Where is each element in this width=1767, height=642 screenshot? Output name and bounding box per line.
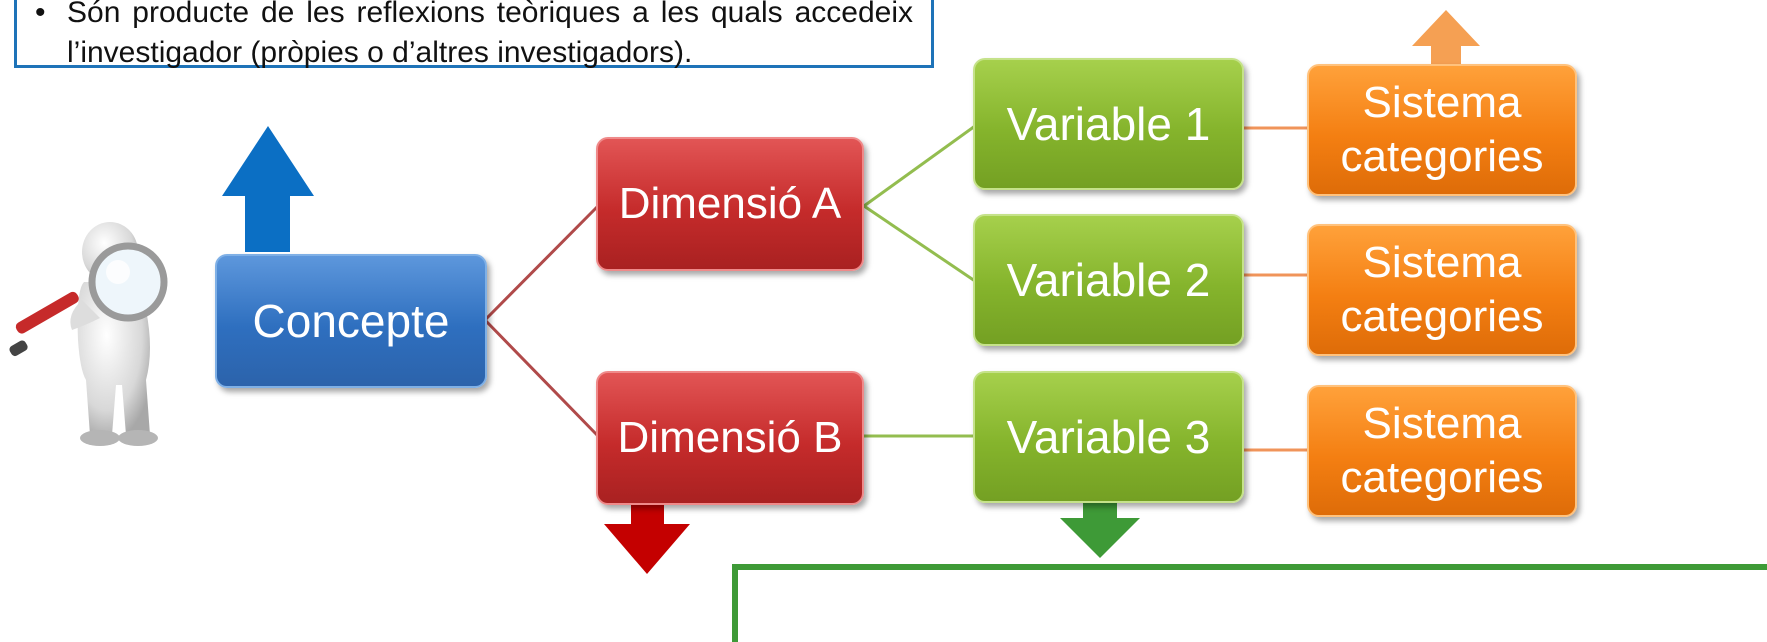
bullet-icon: • [35,0,46,29]
connector-concept-dimension-b [483,318,600,438]
categories-3-line-1: Sistema [1362,399,1522,448]
categories-1-line-2: categories [1340,132,1544,181]
categories-1-line-1: Sistema [1362,78,1522,127]
arrow-up-icon-concept [222,126,314,252]
note-line-2: l’investigador (pròpies o d’altres inves… [67,36,693,69]
categories-3-line-2: categories [1340,453,1544,502]
variable-2-label: Variable 2 [1006,254,1211,306]
arrow-down-icon-variable [1060,472,1140,558]
categories-node-2: Sistema categories [1307,224,1577,356]
variable-3-label: Variable 3 [1006,411,1211,463]
theory-note-box: • Són producte de les reflexions teòriqu… [14,0,934,69]
green-callout-box [732,564,1767,642]
magnifier-person-icon [9,222,168,446]
dimension-a-label: Dimensió A [618,179,842,228]
note-line-1: Són producte de les reflexions teòriques… [67,0,913,29]
categories-2-line-1: Sistema [1362,238,1522,287]
concept-label: Concepte [252,295,450,347]
categories-2-line-2: categories [1340,292,1544,341]
categories-node-3: Sistema categories [1307,385,1577,517]
concept-node: Concepte [215,254,487,388]
arrow-up-icon-categories [1412,10,1480,70]
categories-node-1: Sistema categories [1307,64,1577,196]
connector-dimension-a-variable-2 [863,204,976,283]
variable-3-node: Variable 3 [973,371,1244,503]
dimension-b-node: Dimensió B [596,371,864,505]
variable-2-node: Variable 2 [973,214,1244,346]
dimension-a-node: Dimensió A [596,137,864,271]
variable-1-node: Variable 1 [973,58,1244,190]
connector-concept-dimension-a [483,204,600,322]
connector-dimension-a-variable-1 [863,124,976,208]
arrow-down-icon-dimension [604,474,690,574]
dimension-b-label: Dimensió B [617,413,843,462]
variable-1-label: Variable 1 [1006,98,1211,150]
